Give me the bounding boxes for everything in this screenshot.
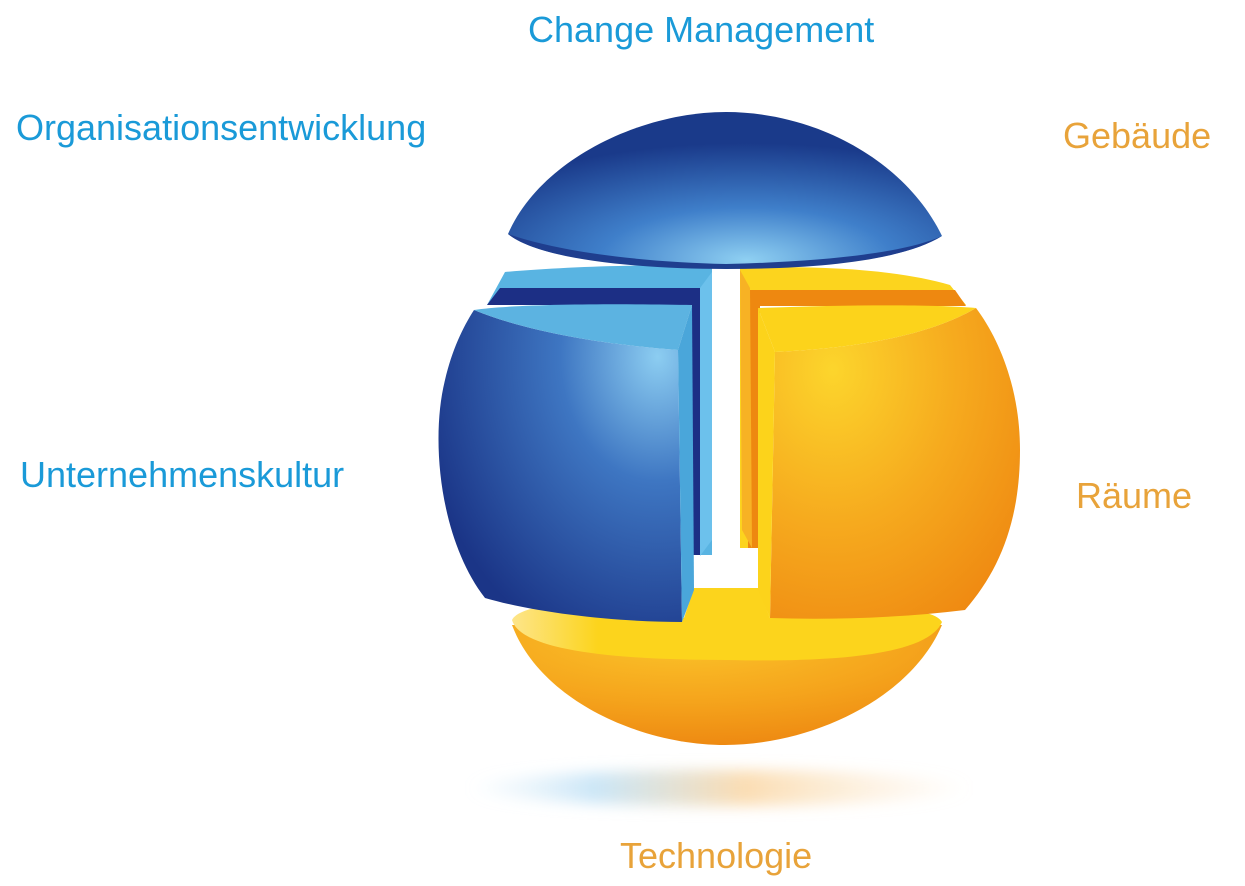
segment-left-face (438, 310, 682, 622)
label-organisationsentwicklung: Organisationsentwicklung (16, 107, 427, 148)
segment-right-top-face (758, 305, 976, 352)
label-technologie: Technologie (620, 835, 813, 876)
segment-left-gap-strip (700, 272, 712, 556)
segment-top-cap-highlight (508, 234, 942, 269)
segment-right-side-face (758, 308, 775, 618)
label-unternehmenskultur: Unternehmenskultur (20, 454, 345, 495)
segment-top-cap (508, 112, 942, 268)
label-change-management: Change Management (528, 9, 875, 50)
segment-right-face (770, 308, 1020, 619)
segment-left-side-face (678, 305, 694, 622)
floor-shadow (470, 770, 970, 806)
label-raeume: Räume (1076, 475, 1193, 516)
segment-left-top-face (474, 304, 692, 350)
segment-right-gap-strip (740, 270, 752, 548)
label-gebaeude: Gebäude (1063, 115, 1212, 156)
